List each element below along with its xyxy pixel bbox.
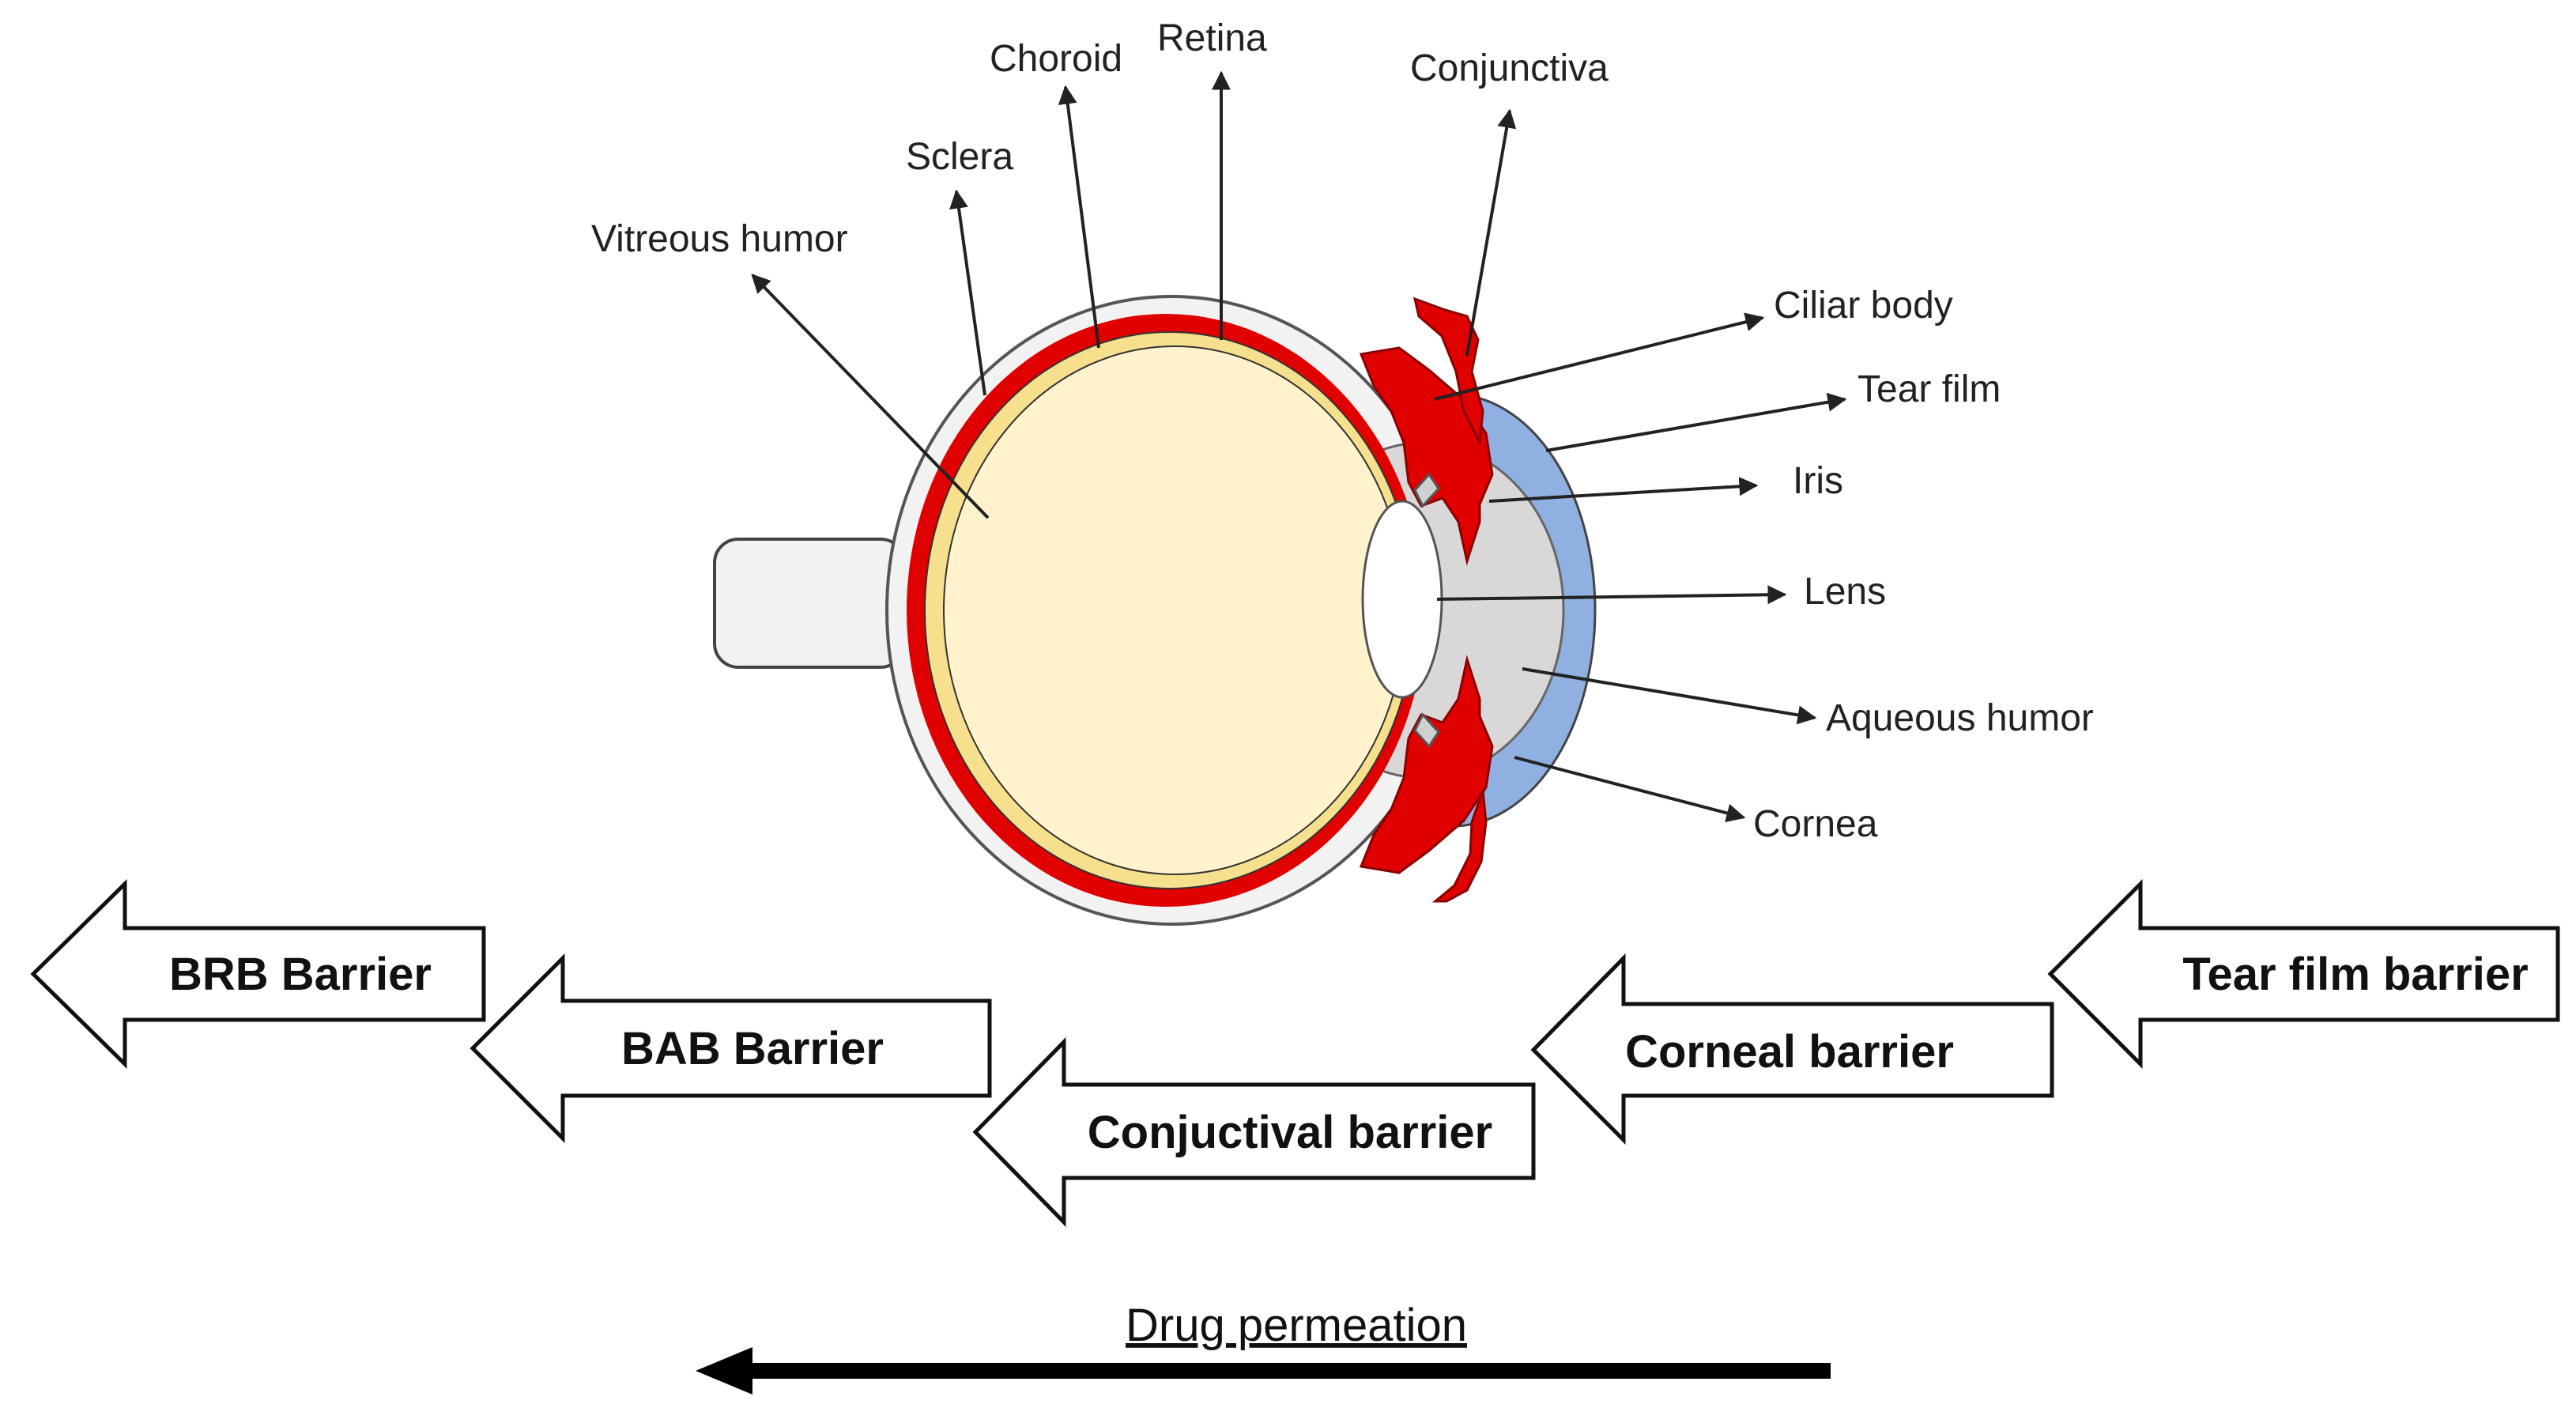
conjunctival-barrier-label: Conjuctival barrier: [1088, 1107, 1492, 1158]
ciliary-body-lower: [1359, 655, 1494, 874]
leader-sclera: [949, 189, 986, 396]
label-ciliar-body: Ciliar body: [1774, 285, 1953, 326]
conjunctiva-upper: [1412, 296, 1484, 447]
brb-barrier-arrow: BRB Barrier: [30, 879, 486, 1069]
bab-barrier-arrow: BAB Barrier: [470, 953, 992, 1144]
label-lens: Lens: [1804, 571, 1886, 613]
leader-conjunctiva: [1465, 108, 1517, 357]
conjunctival-barrier-arrow: Conjuctival barrier: [972, 1036, 1536, 1228]
leader-choroid: [1058, 85, 1100, 349]
label-tear-film: Tear film: [1858, 368, 2001, 410]
drug-permeation-label: Drug permeation: [1126, 1300, 1467, 1351]
label-sclera: Sclera: [906, 136, 1013, 178]
anatomy-labels: Vitreous humor Sclera Choroid Retina Con…: [591, 17, 2094, 845]
label-vitreous-humor: Vitreous humor: [591, 218, 848, 260]
conjunctiva-lower: [1431, 790, 1488, 903]
iris-lower-tip: [1413, 712, 1440, 749]
tear-film-barrier-label: Tear film barrier: [2182, 949, 2528, 1000]
leader-ciliar-body: [1434, 312, 1765, 401]
optic-nerve: [713, 538, 906, 669]
ciliary-body-upper: [1359, 346, 1494, 566]
drug-permeation: Drug permeation: [696, 1300, 1831, 1395]
drug-permeation-arrowhead: [696, 1347, 752, 1395]
leader-tear-film: [1545, 392, 1847, 452]
label-aqueous-humor: Aqueous humor: [1826, 697, 2094, 739]
iris-upper-tip: [1413, 472, 1440, 508]
leader-iris: [1488, 477, 1759, 503]
vitreous-humor: [943, 345, 1406, 875]
corneal-barrier-label: Corneal barrier: [1625, 1026, 1954, 1078]
leader-aqueous: [1522, 667, 1817, 725]
leader-vitreous: [751, 274, 990, 519]
tear-film-barrier-arrow: Tear film barrier: [2047, 878, 2560, 1070]
label-conjunctiva: Conjunctiva: [1410, 47, 1609, 89]
brb-barrier-label: BRB Barrier: [169, 949, 432, 1000]
label-cornea: Cornea: [1753, 803, 1878, 845]
label-iris: Iris: [1793, 460, 1843, 502]
label-choroid: Choroid: [990, 38, 1122, 80]
corneal-barrier-arrow: Corneal barrier: [1530, 953, 2054, 1146]
label-retina: Retina: [1157, 17, 1267, 59]
bab-barrier-label: BAB Barrier: [621, 1023, 884, 1074]
lens: [1361, 500, 1443, 699]
eye: [713, 295, 1597, 926]
leader-cornea: [1514, 756, 1746, 823]
barrier-arrows: BRB Barrier BAB Barrier Conjuctival barr…: [30, 878, 2560, 1228]
leader-lens: [1436, 585, 1787, 605]
leader-lines: [751, 70, 1847, 823]
